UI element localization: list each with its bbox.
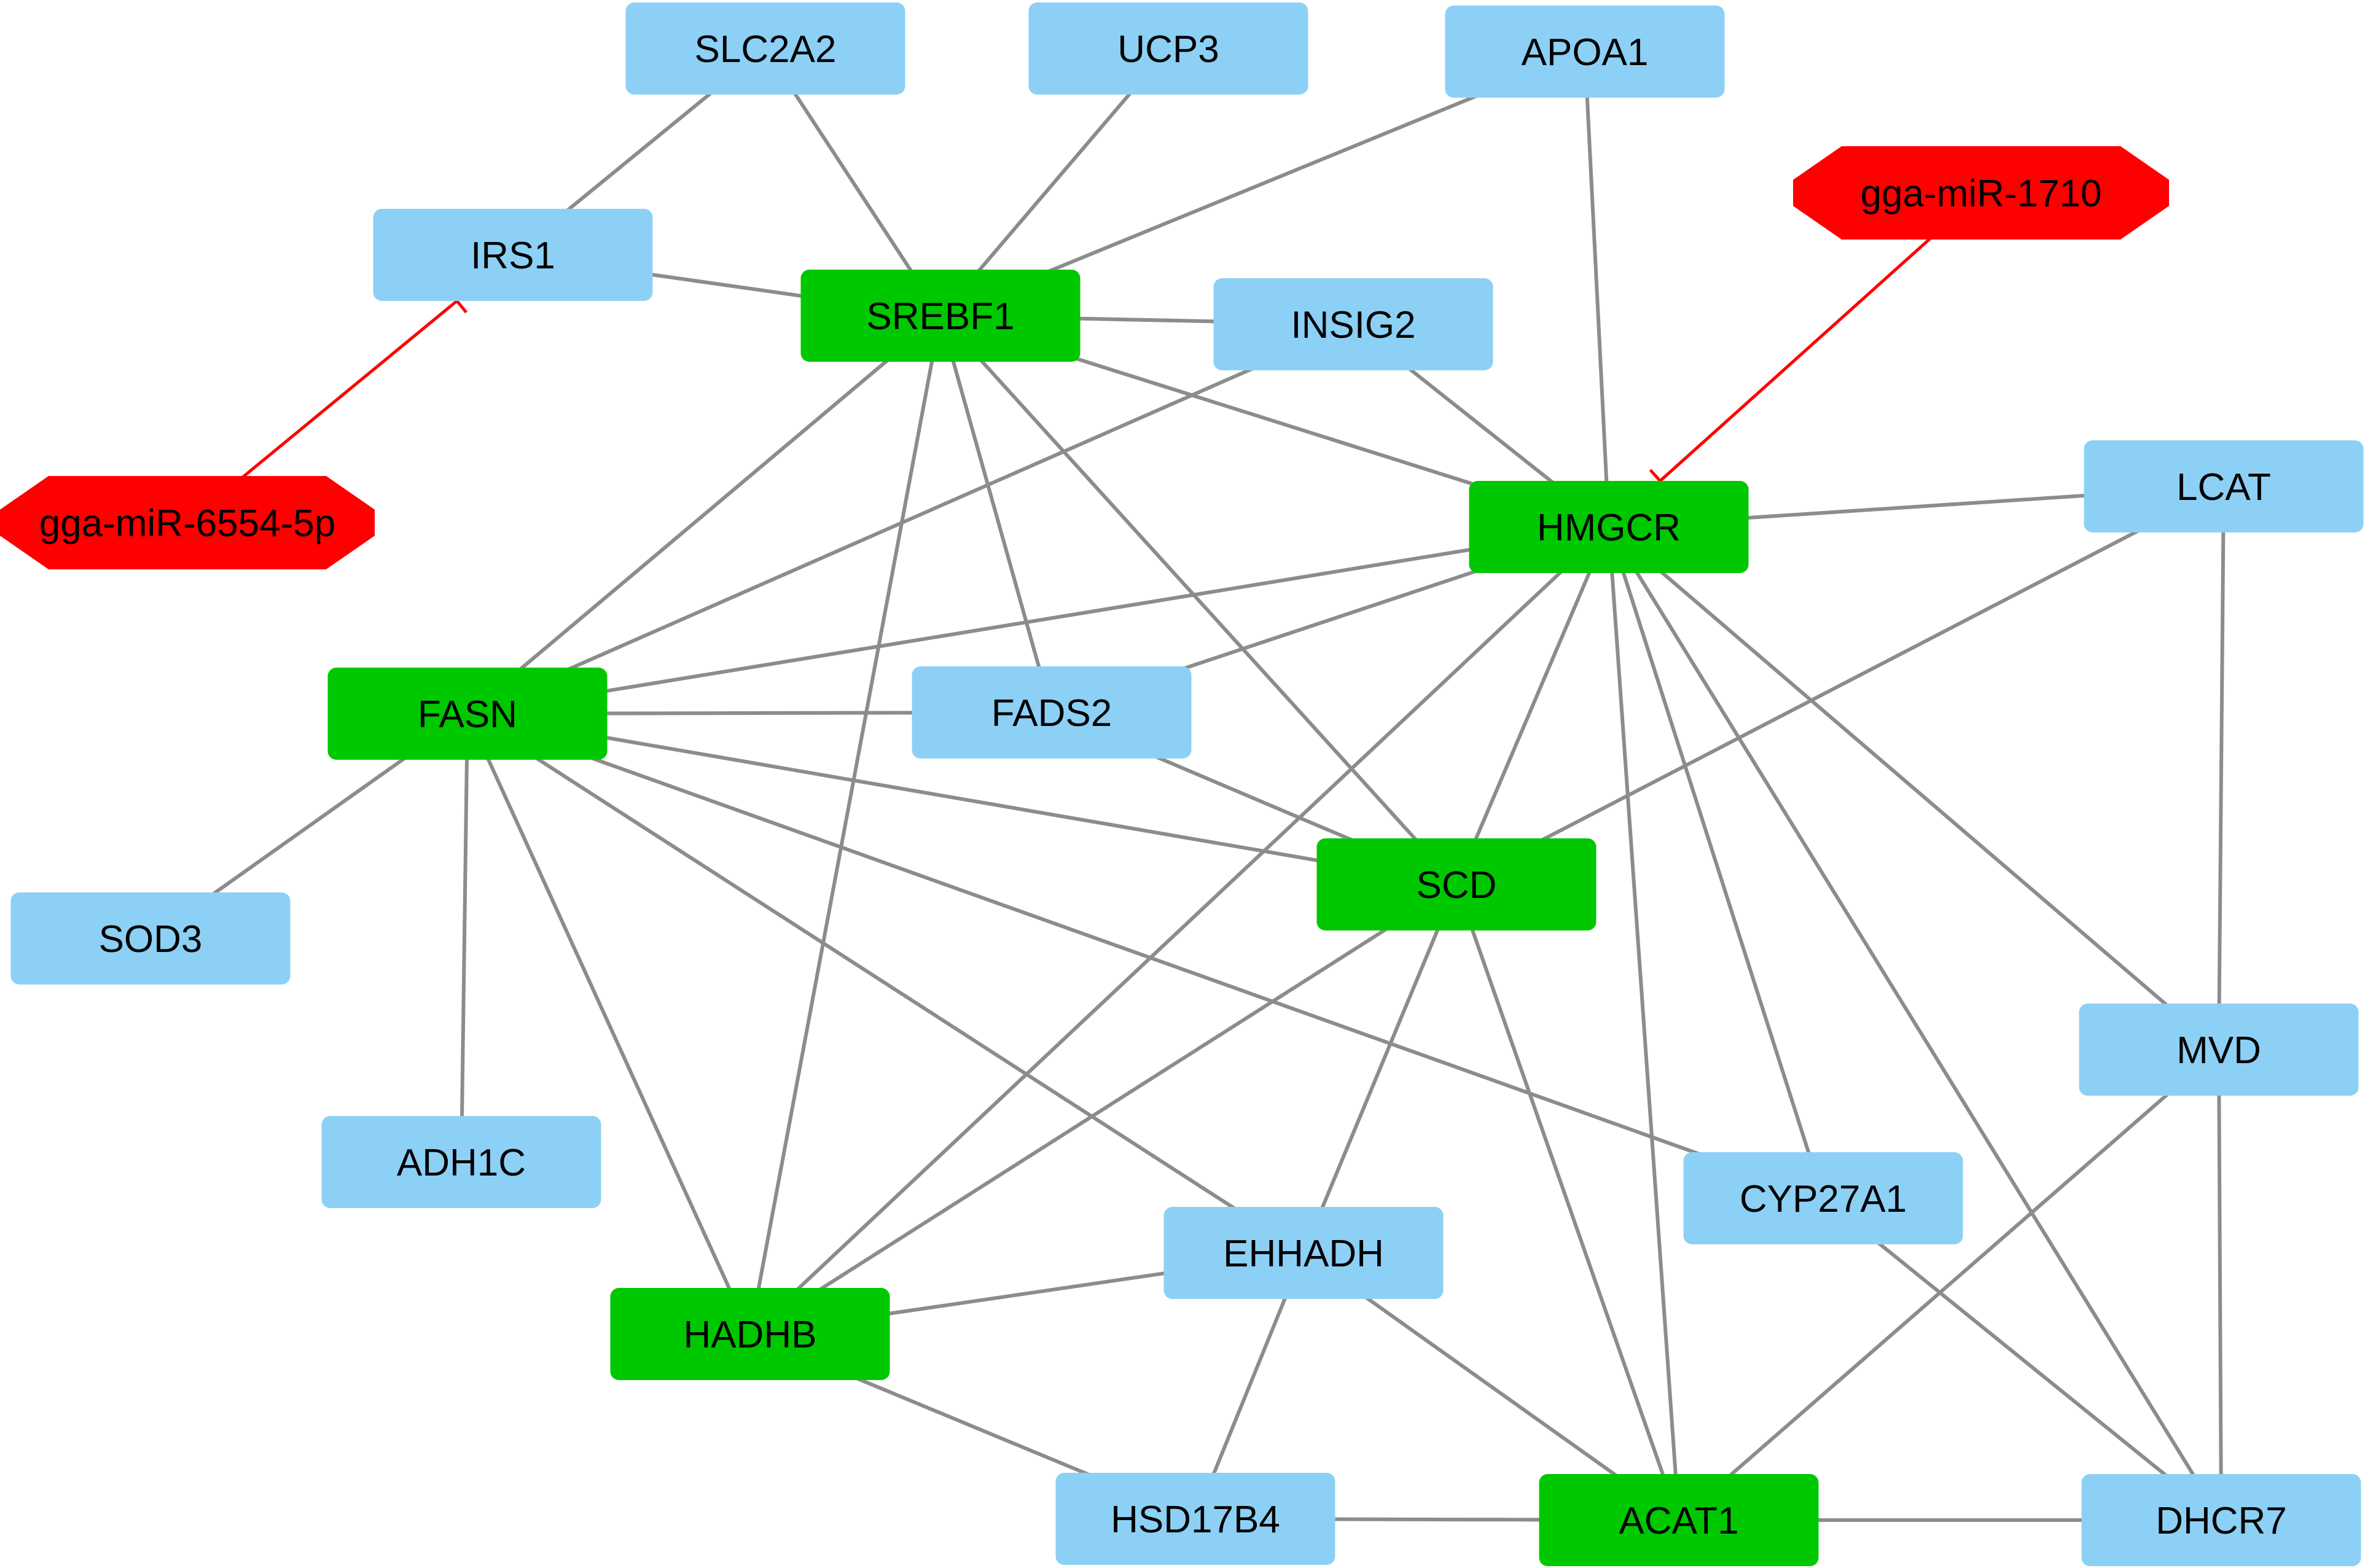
gene-box [1055, 1473, 1335, 1565]
node-adh1c: ADH1C [321, 1116, 601, 1208]
mirna-octagon [1793, 146, 2169, 240]
node-hadhb: HADHB [610, 1288, 890, 1380]
gene-box [1445, 6, 1725, 98]
edge-fasn-adh1c [459, 713, 469, 1163]
edge-cyp27a1-dhcr7 [1822, 1196, 2222, 1522]
hub-gene-box [610, 1288, 890, 1380]
edge-srebf1-fads2 [939, 315, 1054, 713]
node-label: HADHB [683, 1314, 816, 1356]
node-label: HSD17B4 [1111, 1499, 1280, 1541]
mirna-octagon [0, 476, 375, 569]
node-apoa1: APOA1 [1445, 6, 1725, 98]
edge-hmgcr-acat1 [1607, 526, 1681, 1521]
edge-hmgcr-dhcr7 [1607, 526, 2223, 1521]
edge-srebf1-hadhb [748, 315, 942, 1335]
edge-scd-hadhb [749, 883, 1458, 1336]
gene-box [912, 666, 1192, 759]
edge-lcat-scd [1455, 485, 2225, 886]
edge-fasn-hadhb [466, 712, 752, 1335]
hub-gene-box [800, 270, 1081, 362]
node-label: IRS1 [471, 235, 555, 277]
gene-box [373, 209, 653, 301]
node-label: MVD [2176, 1029, 2261, 1072]
node-insig2: INSIG2 [1213, 278, 1493, 370]
node-label: SCD [1417, 864, 1497, 907]
node-mir6554: gga-miR-6554-5p [0, 476, 375, 569]
node-ucp3: UCP3 [1028, 2, 1308, 95]
gene-box [1163, 1207, 1444, 1299]
node-label: gga-miR-6554-5p [39, 502, 335, 545]
node-label: SOD3 [99, 918, 203, 961]
node-label: SREBF1 [866, 295, 1014, 338]
node-hsd17b4: HSD17B4 [1055, 1473, 1335, 1565]
edge-hmgcr-cyp27a1 [1607, 526, 1825, 1199]
node-ehhadh: EHHADH [1163, 1207, 1444, 1299]
node-slc2a2: SLC2A2 [625, 2, 905, 95]
gene-box [1683, 1152, 1963, 1244]
node-label: ADH1C [397, 1142, 526, 1184]
edge-fasn-scd [467, 712, 1457, 886]
node-label: CYP27A1 [1740, 1178, 1907, 1220]
hub-gene-box [1469, 481, 1749, 573]
hub-gene-box [327, 668, 608, 760]
node-cyp27a1: CYP27A1 [1683, 1152, 1963, 1244]
edge-fasn-ehhadh [466, 712, 1305, 1255]
node-label: HMGCR [1537, 507, 1681, 549]
gene-box [2079, 1004, 2359, 1096]
edge-hmgcr-scd [1455, 526, 1611, 886]
node-hmgcr: HMGCR [1469, 481, 1749, 573]
node-label: APOA1 [1522, 31, 1649, 74]
edge-scd-ehhadh [1302, 883, 1458, 1254]
inhibition-mir1710-hmgcr [1649, 237, 1932, 493]
node-lcat: LCAT [2084, 440, 2364, 532]
edge-hmgcr-hadhb [748, 525, 1611, 1336]
node-label: EHHADH [1223, 1233, 1384, 1275]
node-label: gga-miR-1710 [1861, 173, 2102, 215]
node-label: DHCR7 [2156, 1500, 2287, 1542]
node-label: INSIG2 [1291, 304, 1415, 346]
edge-fasn-cyp27a1 [466, 712, 1824, 1200]
edge-srebf1-scd [939, 314, 1458, 886]
node-label: UCP3 [1117, 28, 1219, 71]
gene-box [321, 1116, 601, 1208]
node-srebf1: SREBF1 [800, 270, 1081, 362]
edge-mvd-dhcr7 [2217, 1049, 2223, 1521]
node-scd: SCD [1316, 838, 1597, 930]
node-label: ACAT1 [1619, 1500, 1738, 1542]
node-dhcr7: DHCR7 [2081, 1474, 2361, 1566]
node-label: FASN [418, 693, 517, 736]
edge-hmgcr-fasn [467, 525, 1609, 716]
hub-gene-box [1316, 838, 1597, 930]
edge-srebf1-fasn [466, 314, 942, 716]
edge-hmgcr-mvd [1608, 525, 2220, 1051]
edge-lcat-mvd [2217, 486, 2226, 1050]
node-fasn: FASN [327, 668, 608, 760]
hub-gene-box [1539, 1474, 1819, 1566]
edge-insig2-fasn [466, 322, 1354, 716]
gene-box [1213, 278, 1493, 370]
edge-apoa1-hmgcr [1583, 51, 1611, 528]
edge-scd-acat1 [1455, 884, 1681, 1521]
inhibition-mir6554-irs1 [241, 288, 468, 478]
node-mvd: MVD [2079, 1004, 2359, 1096]
node-fads2: FADS2 [912, 666, 1192, 759]
node-label: FADS2 [991, 692, 1112, 735]
edge-mvd-acat1 [1678, 1048, 2220, 1522]
node-label: SLC2A2 [695, 28, 837, 71]
gene-box [2084, 440, 2364, 532]
gene-box [2081, 1474, 2361, 1566]
node-mir1710: gga-miR-1710 [1793, 146, 2169, 240]
gene-box [1028, 2, 1308, 95]
gene-box [625, 2, 905, 95]
node-acat1: ACAT1 [1539, 1474, 1819, 1566]
node-sod3: SOD3 [10, 892, 291, 985]
node-label: LCAT [2176, 466, 2271, 509]
gene-box [10, 892, 291, 985]
node-irs1: IRS1 [373, 209, 653, 301]
